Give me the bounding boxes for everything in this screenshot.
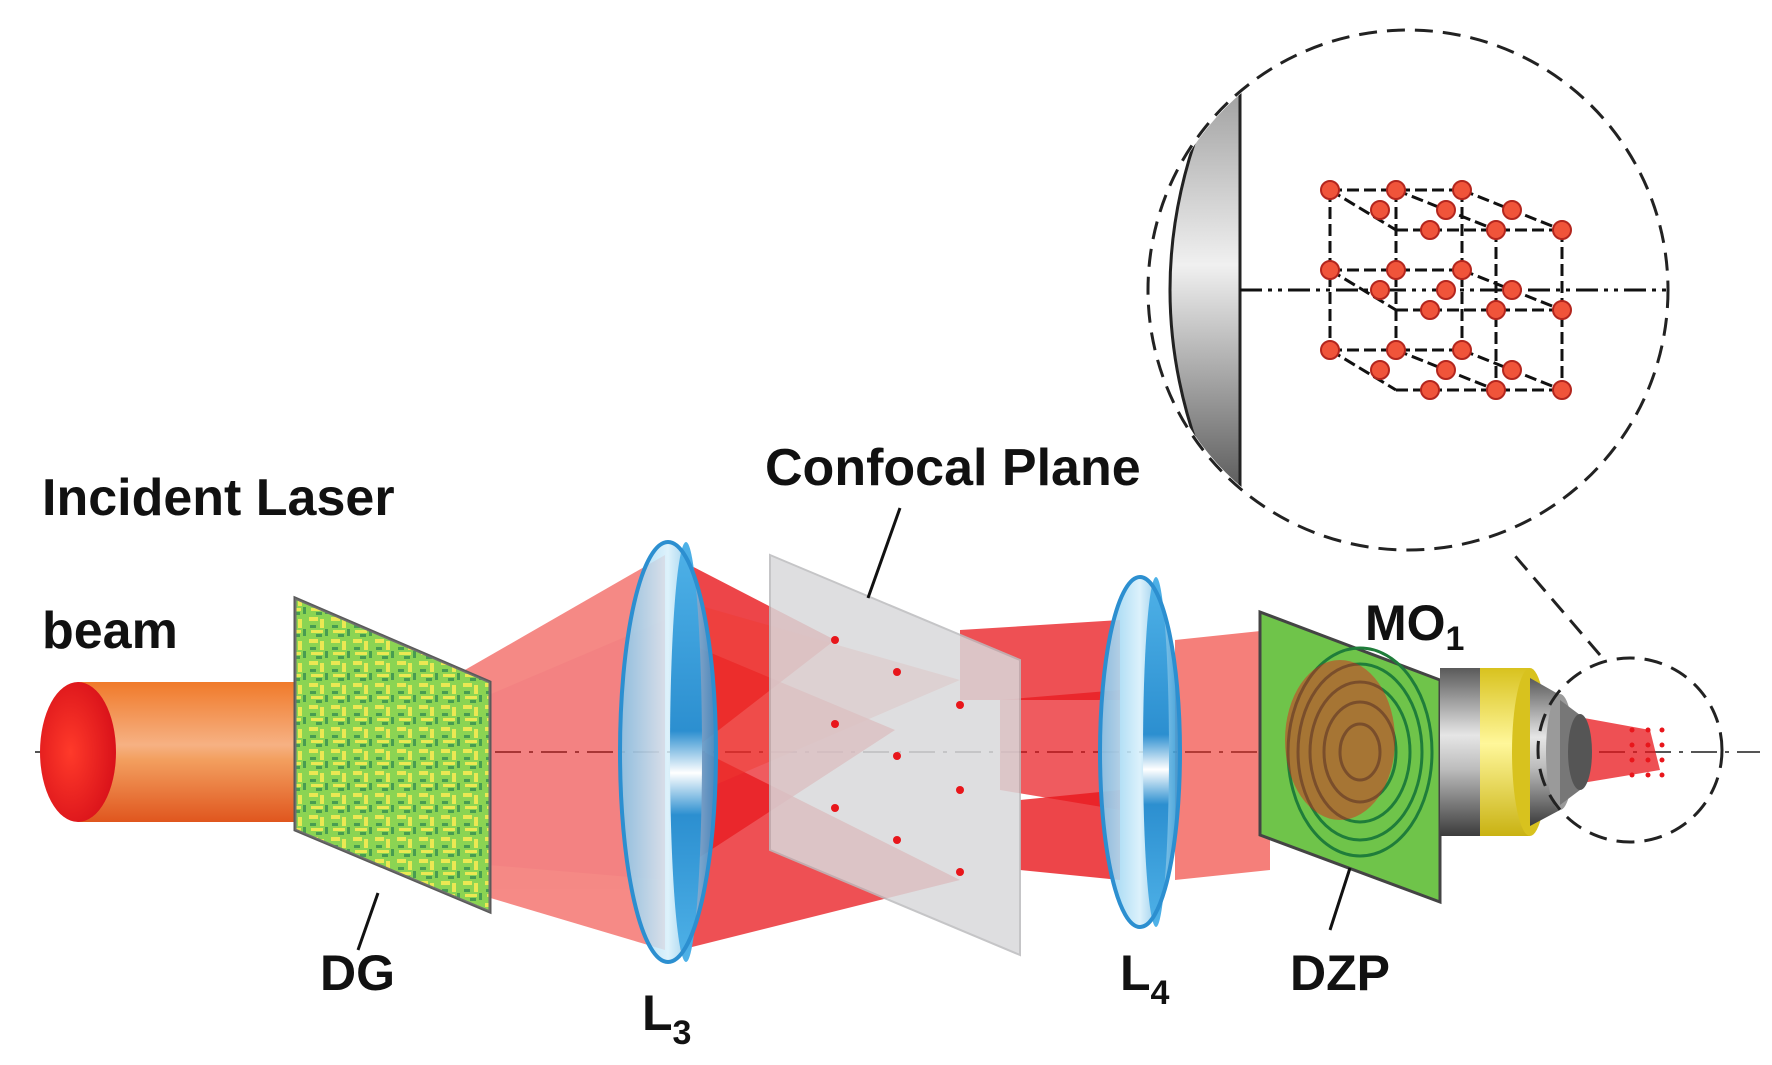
focus-zoom-circle <box>1536 656 1724 844</box>
label-mo1: MO1 <box>1365 595 1464 658</box>
label-l4-main: L <box>1120 945 1151 1001</box>
microscope-objective-icon <box>1440 668 1592 836</box>
label-l3: L3 <box>642 985 691 1052</box>
label-l3-sub: 3 <box>673 1014 692 1052</box>
label-confocal-plane: Confocal Plane <box>765 439 1141 497</box>
label-mo1-main: MO <box>1365 595 1446 651</box>
confocal-leader-line <box>866 507 902 599</box>
label-l3-main: L <box>642 985 673 1041</box>
label-dg: DG <box>320 945 395 1001</box>
lens-icon-l3 <box>618 540 718 964</box>
beam-fan-l4-dzp <box>1175 630 1270 880</box>
lattice-icon <box>1320 180 1572 400</box>
dg-leader-line <box>356 892 380 951</box>
lens-icon-l4 <box>1098 575 1182 929</box>
focal-points <box>831 636 964 876</box>
zoom-inset <box>1146 28 1670 552</box>
label-mo1-sub: 1 <box>1446 620 1465 658</box>
label-l4-sub: 4 <box>1151 974 1170 1012</box>
label-incident-laser: Incident Laser <box>42 469 395 527</box>
dzp-leader-line <box>1328 867 1352 931</box>
zone-plate-icon <box>1258 609 1442 905</box>
label-l4: L4 <box>1120 945 1170 1012</box>
diffraction-grating-icon <box>293 595 492 915</box>
label-dzp: DZP <box>1290 945 1390 1001</box>
zoom-connector-line <box>1508 549 1602 656</box>
objective-front-lens-icon <box>1168 34 1242 546</box>
label-beam: beam <box>42 602 178 660</box>
